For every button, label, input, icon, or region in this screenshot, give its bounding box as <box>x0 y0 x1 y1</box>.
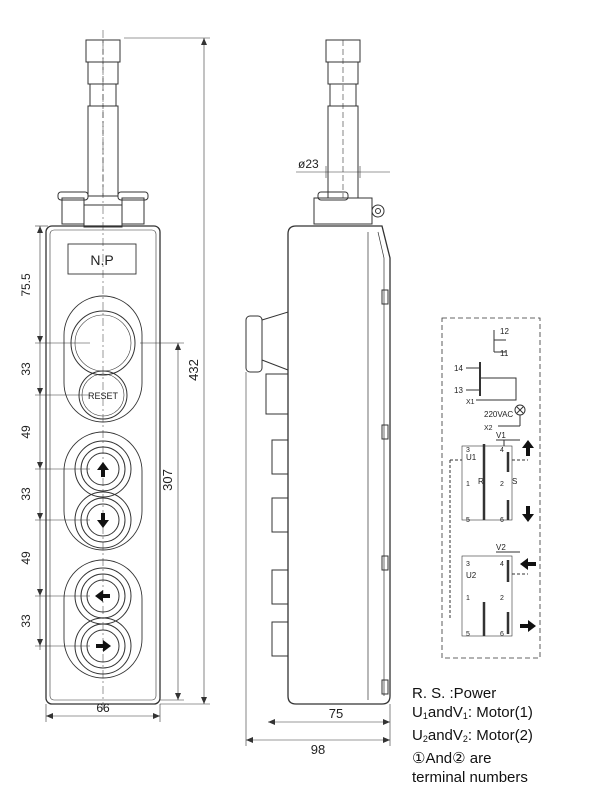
dim-gap2: 49 <box>19 425 33 439</box>
circuit-arrow-up-icon <box>522 440 534 456</box>
dim-depth: 75 <box>329 706 343 721</box>
dim-cable-dia: ø23 <box>298 157 319 171</box>
dim-total: 432 <box>186 359 201 381</box>
side-cable <box>325 39 361 199</box>
direction-arrows <box>95 440 536 652</box>
terminal-x2: X2 <box>484 425 493 432</box>
dim-gap4: 49 <box>19 551 33 565</box>
terminal-12: 12 <box>500 327 509 336</box>
m1-terminal-3: 3 <box>466 447 470 454</box>
s-label: S <box>512 477 517 486</box>
dim-width: 66 <box>96 701 110 715</box>
legend-line-power: R. S. :Power <box>412 685 497 702</box>
dim-mid: 307 <box>160 469 175 491</box>
v1-label: V1 <box>496 431 506 440</box>
nameplate-label: N.P <box>90 252 113 268</box>
voltage-label: 220VAC <box>484 410 513 419</box>
dim-gap5: 33 <box>19 614 33 628</box>
dim-top: 75.5 <box>19 273 33 297</box>
v2-label: V2 <box>496 543 506 552</box>
u1-label: U1 <box>466 453 477 462</box>
side-cable-gland <box>313 191 385 225</box>
legend: R. S. :Power U1andV1: Motor(1) U2andV2: … <box>412 684 533 787</box>
m2-terminal-6: 6 <box>500 631 504 638</box>
arrow-left-icon <box>95 590 110 602</box>
reset-label: RESET <box>88 391 119 401</box>
u2-label: U2 <box>466 571 477 580</box>
legend-line-motor2: U2andV2: Motor(2) <box>412 727 533 744</box>
dim-gap1: 33 <box>19 362 33 376</box>
terminal-13: 13 <box>454 386 463 395</box>
circuit-diagram <box>441 317 541 659</box>
circuit-labels: 12 11 14 13 X1 220VAC X2 V1 U1 R S V2 U2… <box>454 327 517 638</box>
m1-terminal-2: 2 <box>500 481 504 488</box>
m1-terminal-6: 6 <box>500 517 504 524</box>
terminal-14: 14 <box>454 364 463 373</box>
m1-terminal-1: 1 <box>466 481 470 488</box>
m2-terminal-3: 3 <box>466 561 470 568</box>
m1-terminal-5: 5 <box>466 517 470 524</box>
circuit-arrow-left-icon <box>520 558 536 570</box>
r-label: R <box>478 477 484 486</box>
front-body <box>45 30 161 712</box>
side-dimensions <box>245 166 391 746</box>
legend-line-terminal-numbers: terminal numbers <box>412 769 528 786</box>
m2-terminal-1: 1 <box>466 595 470 602</box>
front-dimensions <box>35 37 210 722</box>
dim-gap3: 33 <box>19 487 33 501</box>
m1-terminal-4: 4 <box>500 447 504 454</box>
dimension-arrows <box>37 38 390 743</box>
arrow-right-icon <box>96 640 111 652</box>
circuit-arrow-down-icon <box>522 506 534 522</box>
arrow-up-icon <box>97 462 109 477</box>
legend-line-terminals: ①And② are <box>412 750 492 767</box>
m2-terminal-5: 5 <box>466 631 470 638</box>
circuit-arrow-right-icon <box>520 620 536 632</box>
side-body <box>245 225 391 705</box>
m2-terminal-4: 4 <box>500 561 504 568</box>
legend-line-motor1: U1andV1: Motor(1) <box>412 704 533 721</box>
m2-terminal-2: 2 <box>500 595 504 602</box>
dim-total-depth: 98 <box>311 742 325 757</box>
terminal-x1: X1 <box>466 399 475 406</box>
arrow-down-icon <box>97 513 109 528</box>
terminal-11: 11 <box>500 349 509 358</box>
